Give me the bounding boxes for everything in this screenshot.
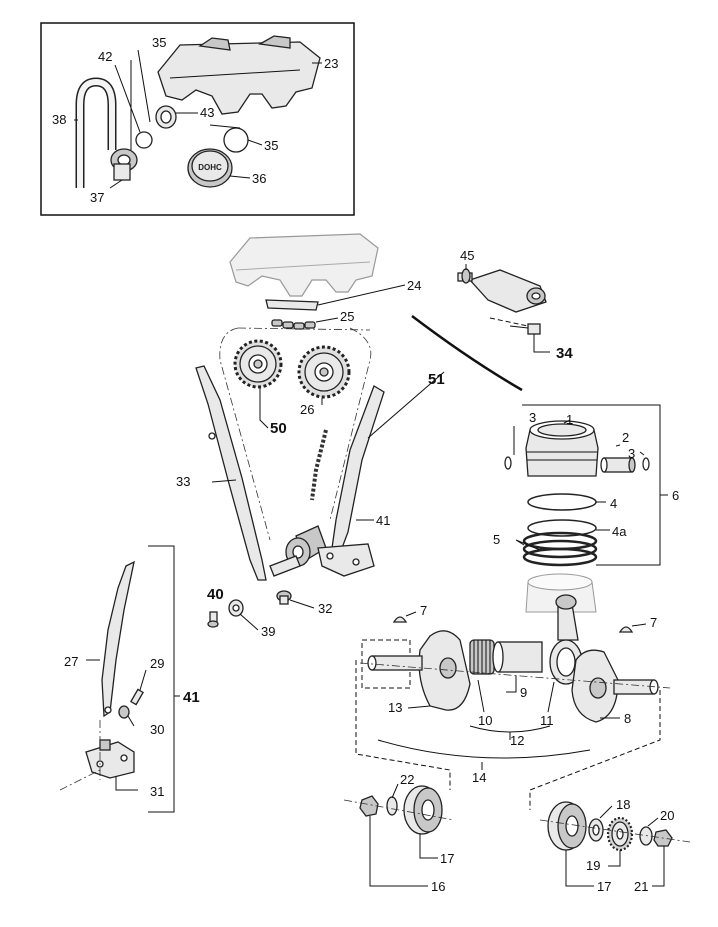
callout-7-right: 7 [650, 615, 657, 630]
callout-10: 10 [478, 713, 492, 728]
callout-37: 37 [90, 190, 104, 205]
rings-5 [522, 531, 598, 567]
chain-guide-33 [195, 365, 267, 581]
connecting-rod-11 [549, 594, 583, 685]
callout-3-right: 3 [628, 446, 635, 461]
callout-32: 32 [318, 601, 332, 616]
o-ring-35-part [223, 127, 249, 153]
breather-hose-part [75, 77, 117, 188]
cam-sprocket-26 [297, 345, 351, 399]
crank-web-13 [367, 630, 471, 711]
bolt-29 [130, 688, 144, 706]
callout-2: 2 [622, 430, 629, 445]
callout-21: 21 [634, 879, 648, 894]
washer-39 [228, 599, 244, 617]
callout-43: 43 [200, 105, 214, 120]
callout-33: 33 [176, 474, 190, 489]
assembly-arc-51 [411, 315, 523, 392]
callout-5: 5 [493, 532, 500, 547]
bearing-17-right [547, 801, 587, 851]
circlip-3-right [642, 457, 650, 471]
callout-18: 18 [616, 797, 630, 812]
callout-45: 45 [460, 248, 474, 263]
spacer-30 [118, 705, 130, 719]
tensioner-assembly-45 [457, 268, 547, 313]
crank-web-8 [571, 649, 659, 723]
inset-frame [40, 22, 355, 216]
callout-17-left: 17 [440, 851, 454, 866]
o-ring-42-part [135, 131, 153, 149]
head-cover-part [157, 35, 321, 115]
callout-23: 23 [324, 56, 338, 71]
ring-4 [527, 493, 597, 511]
washer-20 [639, 826, 653, 846]
callout-38: 38 [52, 112, 66, 127]
callout-7-left: 7 [420, 603, 427, 618]
callout-22: 22 [400, 772, 414, 787]
tensioner-bracket-31 [85, 739, 135, 779]
callout-24: 24 [407, 278, 421, 293]
dohc-cap-part: DOHC [187, 148, 233, 188]
callout-39: 39 [261, 624, 275, 639]
callout-35-top: 35 [152, 35, 166, 50]
nut-16 [359, 795, 379, 817]
callout-40: 40 [207, 586, 224, 603]
bolt-40 [207, 611, 219, 628]
callout-14: 14 [472, 770, 486, 785]
callout-41-left: 41 [183, 689, 200, 706]
callout-1: 1 [566, 412, 573, 427]
key-7-right [618, 626, 634, 633]
seal-43-part [155, 105, 177, 129]
callout-4: 4 [610, 496, 617, 511]
callout-8: 8 [624, 711, 631, 726]
spacer-18 [588, 818, 604, 842]
callout-20: 20 [660, 808, 674, 823]
callout-36: 36 [252, 171, 266, 186]
callout-50: 50 [270, 420, 287, 437]
hose-fitting-part [110, 148, 138, 181]
needle-bearing-10 [469, 639, 495, 675]
tensioner-guide-27 [101, 560, 135, 718]
callout-27: 27 [64, 654, 78, 669]
washer-22 [386, 796, 398, 816]
callout-29: 29 [150, 656, 164, 671]
chain-links-25 [271, 319, 316, 330]
circlip-3-left [504, 456, 512, 470]
callout-13: 13 [388, 700, 402, 715]
piston-pin-2 [600, 457, 636, 473]
cam-sprocket-50 [233, 339, 283, 389]
piston-1 [525, 420, 599, 477]
bearing-17-left [403, 785, 443, 835]
callout-6: 6 [672, 488, 679, 503]
callout-41-upper: 41 [376, 513, 390, 528]
callout-35-right: 35 [264, 138, 278, 153]
callout-31: 31 [150, 784, 164, 799]
callout-26: 26 [300, 402, 314, 417]
callout-12: 12 [510, 733, 524, 748]
timing-chain-outline [219, 327, 372, 541]
callout-11: 11 [540, 713, 554, 728]
gear-19 [606, 816, 634, 852]
cover-inset: DOHC 35 42 23 38 43 35 36 37 [40, 22, 355, 216]
callout-9: 9 [520, 685, 527, 700]
callout-17-right: 17 [597, 879, 611, 894]
callout-42: 42 [98, 49, 112, 64]
callout-51: 51 [428, 371, 445, 388]
callout-30: 30 [150, 722, 164, 737]
cap-text: DOHC [198, 163, 222, 172]
callout-3-left: 3 [529, 410, 536, 425]
callout-4a: 4a [612, 524, 627, 539]
ring-4a [527, 519, 597, 537]
chain-tensioner-41 [269, 385, 385, 577]
callout-19: 19 [586, 858, 600, 873]
crank-pin-9 [492, 641, 543, 673]
callout-25: 25 [340, 309, 354, 324]
guide-strip-24 [265, 299, 319, 311]
callout-34: 34 [556, 345, 573, 362]
bolt-32 [276, 590, 292, 605]
callout-16: 16 [431, 879, 445, 894]
cylinder-head-ghost [229, 233, 379, 297]
key-7-left [392, 616, 408, 623]
